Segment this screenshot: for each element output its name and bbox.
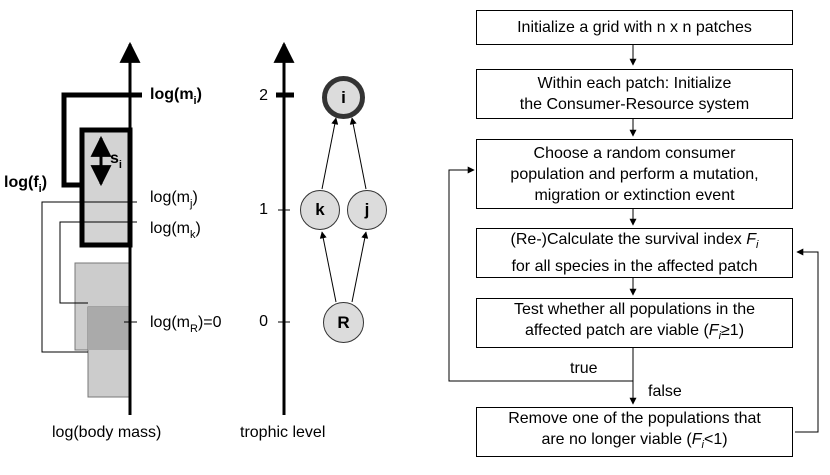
range-bracket-i	[61, 92, 130, 188]
label-log-m-k: log(mk)	[150, 220, 201, 241]
node-k: k	[300, 190, 340, 230]
node-R: R	[323, 302, 364, 343]
range-bracket-k	[59, 221, 130, 304]
flow-label-false: false	[648, 383, 682, 400]
range-bracket-j	[41, 201, 130, 353]
flow-step-initialize-grid: Initialize a grid with n x n patches	[476, 10, 793, 45]
trophic-axis-label: trophic level	[240, 424, 326, 441]
flow-step-remove-population: Remove one of the populations that are n…	[476, 407, 793, 457]
edge-j-i	[349, 117, 367, 190]
range-overlap	[88, 307, 130, 350]
trophic-panel	[273, 41, 369, 415]
edge-k-i	[321, 117, 339, 190]
flowchart-connectors	[448, 44, 819, 433]
edge-R-k	[319, 231, 337, 303]
flow-step-test-viability: Test whether all populations in the affe…	[476, 298, 793, 348]
edge-R-j	[351, 231, 369, 303]
tick-label-0: 0	[259, 313, 268, 330]
range-box-i	[79, 127, 133, 248]
node-i: i	[322, 76, 365, 119]
tick-label-2: 2	[259, 87, 268, 104]
node-j: j	[347, 190, 387, 230]
tick-label-1: 1	[259, 201, 268, 218]
label-s-i: si	[110, 150, 122, 171]
body-mass-panel	[41, 41, 142, 415]
label-log-m-i: log(mi)	[150, 86, 202, 107]
label-log-m-R: log(mR)=0	[150, 314, 222, 335]
label-log-m-j: log(mj)	[150, 189, 198, 210]
label-log-f-i: log(fi)	[4, 174, 48, 195]
flow-step-survival-index: (Re-)Calculate the survival index Fi for…	[476, 228, 793, 278]
body-mass-axis-label: log(body mass)	[52, 424, 162, 441]
flow-label-true: true	[570, 360, 598, 377]
